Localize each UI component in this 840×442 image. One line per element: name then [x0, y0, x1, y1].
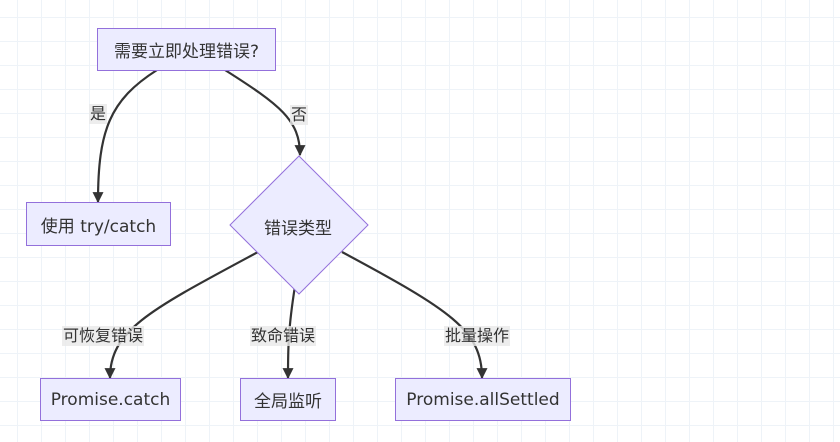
edge-label-recoverable: 可恢复错误	[62, 326, 145, 346]
edge-batch	[341, 251, 488, 380]
edge-label-fatal: 致命错误	[250, 326, 317, 346]
node-all-settled: Promise.allSettled	[395, 378, 571, 421]
node-global-listener: 全局监听	[240, 378, 336, 421]
node-trycatch: 使用 try/catch	[26, 202, 171, 246]
edge-no	[224, 69, 306, 157]
edge-yes	[92, 69, 158, 204]
node-promise-catch: Promise.catch	[40, 378, 181, 421]
edge-recoverable	[104, 251, 259, 380]
edge-label-no: 否	[290, 105, 309, 125]
node-error-type: 错误类型	[264, 219, 332, 239]
node-start: 需要立即处理错误?	[97, 28, 276, 71]
edge-label-yes: 是	[89, 104, 108, 124]
decision-diamond	[229, 155, 369, 295]
edge-label-batch: 批量操作	[444, 326, 511, 346]
